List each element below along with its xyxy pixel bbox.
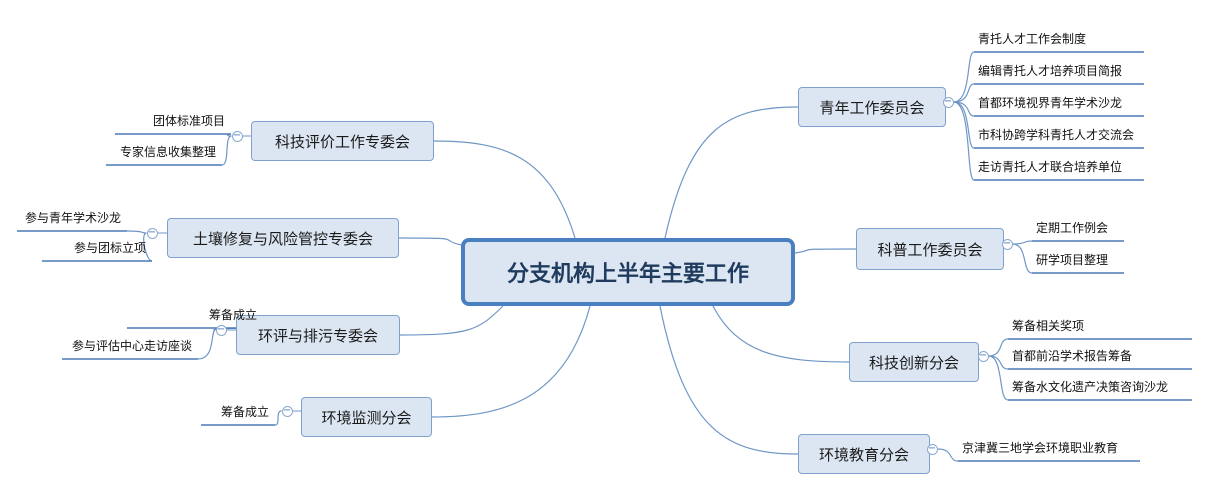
leaf-topic[interactable]: 编辑青托人才培养项目简报 <box>978 64 1123 78</box>
branch-node-innov[interactable]: 科技创新分会 <box>849 342 979 382</box>
leaf-topic[interactable]: 京津冀三地学会环境职业教育 <box>962 441 1119 455</box>
collapse-toggle-icon[interactable]: − <box>1001 237 1013 250</box>
collapse-toggle-icon[interactable]: − <box>942 95 954 108</box>
branch-node-soil[interactable]: 土壤修复与风险管控专委会 <box>167 218 399 258</box>
collapse-toggle-icon[interactable]: − <box>146 226 158 239</box>
root-branch-connector <box>664 106 799 239</box>
branch-node-label: 环境监测分会 <box>321 408 412 427</box>
branch-node-label: 土壤修复与风险管控专委会 <box>192 229 373 248</box>
branch-node-eia[interactable]: 环评与排污专委会 <box>236 315 400 355</box>
root-topic-label: 分支机构上半年主要工作 <box>506 262 749 287</box>
leaf-topic[interactable]: 走访青托人才联合培养单位 <box>978 160 1123 174</box>
root-branch-connector <box>433 140 576 239</box>
branch-node-label: 科普工作委员会 <box>877 240 983 259</box>
leaf-topic[interactable]: 参与青年学术沙龙 <box>24 211 121 225</box>
leaf-connector <box>937 448 959 462</box>
branch-node-youth[interactable]: 青年工作委员会 <box>798 87 946 127</box>
leaf-topic[interactable]: 青托人才工作会制度 <box>978 32 1087 46</box>
collapse-toggle-icon[interactable]: − <box>231 129 243 142</box>
leaf-connector <box>197 329 217 360</box>
leaf-topic[interactable]: 首都前沿学术报告筹备 <box>1012 349 1133 363</box>
leaf-topic[interactable]: 筹备水文化遗产决策咨询沙龙 <box>1012 380 1169 394</box>
leaf-connector <box>1012 243 1033 274</box>
branch-node-label: 环境教育分会 <box>818 445 909 464</box>
leaf-connector <box>126 230 147 234</box>
leaf-connector <box>221 135 232 166</box>
root-branch-connector <box>659 305 799 455</box>
leaf-topic[interactable]: 筹备相关奖项 <box>1012 319 1085 333</box>
root-branch-connector <box>398 237 462 246</box>
leaf-connector <box>988 355 1009 401</box>
leaf-connector <box>143 232 153 262</box>
leaf-topic[interactable]: 参与评估中心走访座谈 <box>71 339 192 353</box>
root-topic-node[interactable]: 分支机构上半年主要工作 <box>461 238 795 306</box>
leaf-topic[interactable]: 首都环境视界青年学术沙龙 <box>978 96 1123 110</box>
leaf-topic[interactable]: 参与团标立项 <box>73 241 146 255</box>
branch-node-monitor[interactable]: 环境监测分会 <box>301 397 432 437</box>
leaf-topic[interactable]: 市科协跨学科青托人才交流会 <box>978 128 1135 142</box>
leaf-connector <box>953 51 975 103</box>
branch-node-popsci[interactable]: 科普工作委员会 <box>856 228 1004 270</box>
collapse-toggle-icon[interactable]: − <box>926 442 938 455</box>
leaf-connector <box>953 101 975 181</box>
leaf-topic[interactable]: 研学项目整理 <box>1036 253 1109 267</box>
root-branch-connector <box>794 248 857 254</box>
leaf-connector <box>1012 240 1033 245</box>
leaf-connector <box>953 101 975 149</box>
root-branch-connector <box>399 305 504 336</box>
root-branch-connector <box>431 305 591 418</box>
collapse-toggle-icon[interactable]: − <box>281 404 293 417</box>
leaf-topic[interactable]: 定期工作例会 <box>1036 221 1109 235</box>
leaf-topic[interactable]: 筹备成立 <box>208 308 257 322</box>
branch-node-label: 科技创新分会 <box>868 353 959 372</box>
collapse-toggle-icon[interactable]: − <box>215 323 227 336</box>
leaf-topic[interactable]: 团体标准项目 <box>152 114 225 128</box>
leaf-connector <box>988 338 1009 357</box>
collapse-toggle-icon[interactable]: − <box>977 349 989 362</box>
branch-node-label: 青年工作委员会 <box>819 98 925 117</box>
root-branch-connector <box>712 305 850 363</box>
leaf-connector <box>274 410 282 426</box>
branch-node-label: 科技评价工作专委会 <box>274 132 410 151</box>
leaf-topic[interactable]: 筹备成立 <box>220 405 269 419</box>
branch-node-eval[interactable]: 科技评价工作专委会 <box>251 121 434 161</box>
branch-node-label: 环评与排污专委会 <box>257 326 378 345</box>
leaf-topic[interactable]: 专家信息收集整理 <box>119 145 216 159</box>
leaf-connector <box>953 83 975 103</box>
branch-node-edu[interactable]: 环境教育分会 <box>798 434 930 474</box>
